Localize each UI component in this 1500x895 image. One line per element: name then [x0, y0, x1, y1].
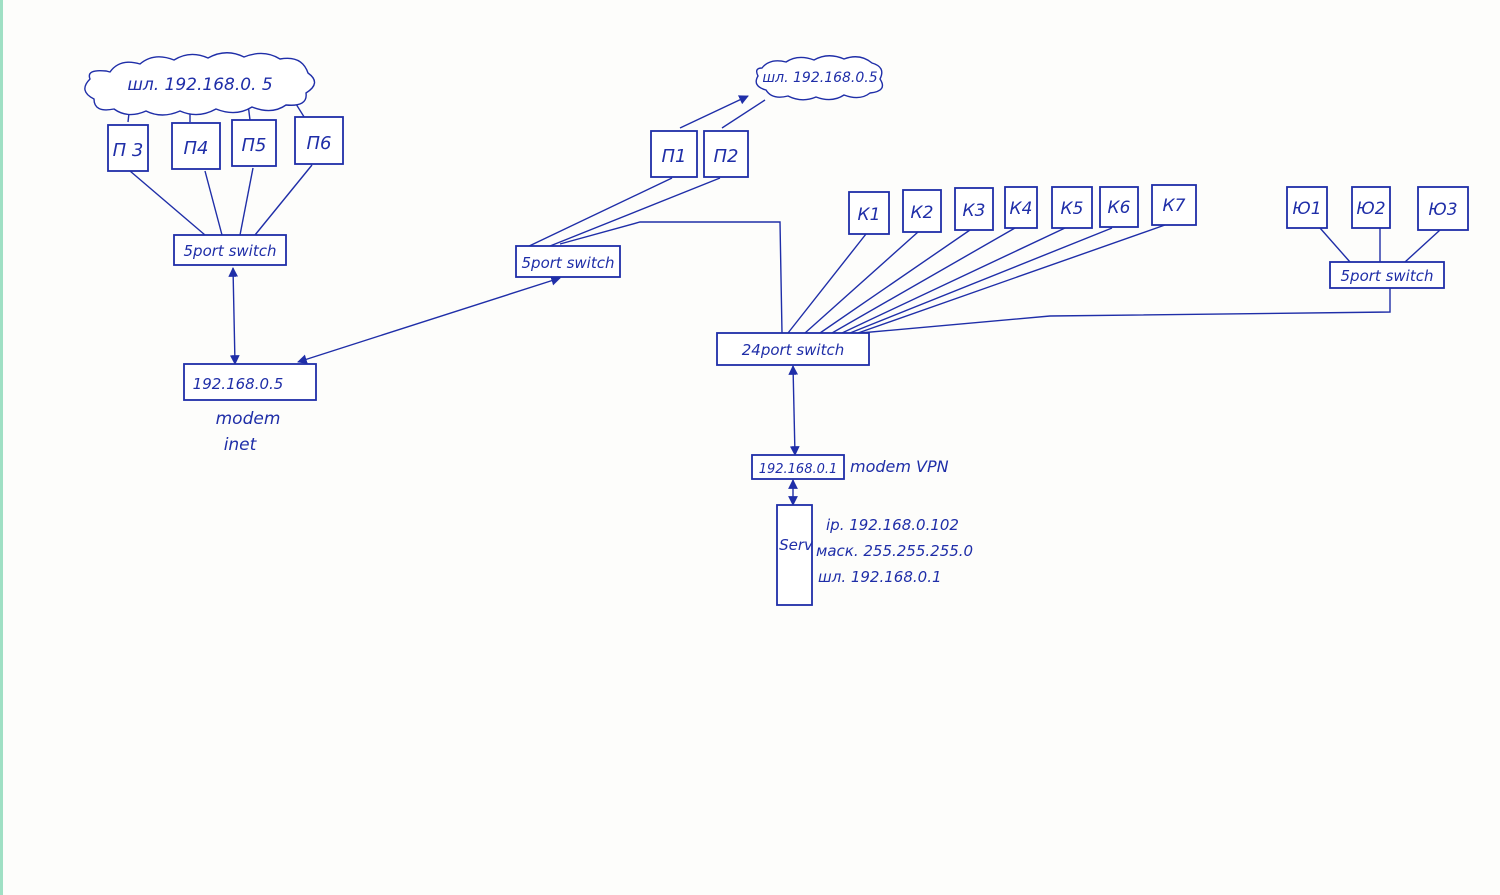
link-yu1-switch-right: [1319, 227, 1351, 263]
link-p5-switch-left: [239, 167, 254, 236]
node-p4: П4: [171, 122, 221, 170]
link-p1-cloud: [679, 95, 749, 129]
node-k6-label: К6: [1108, 198, 1131, 218]
link-p2-switch-mid: [544, 177, 721, 249]
link-switch-right-switch-main: [859, 288, 1391, 334]
node-k5: К5: [1051, 186, 1093, 229]
node-yu2-label: Ю2: [1356, 199, 1385, 219]
cloud-gateway-left: шл. 192.168.0. 5: [84, 52, 316, 116]
link-k2-switch-main: [804, 231, 919, 334]
node-k3: К3: [954, 187, 994, 231]
node-p4-label: П4: [184, 138, 209, 159]
modem-vpn-label: modem VPN: [850, 457, 949, 476]
node-k4: К4: [1004, 186, 1038, 229]
link-k4-switch-main: [831, 227, 1016, 334]
cloud-gateway-left-label: шл. 192.168.0. 5: [127, 75, 272, 95]
link-k7-switch-main: [857, 224, 1166, 334]
switch-right: 5port switch: [1329, 261, 1445, 289]
server-ip: ip. 192.168.0.102: [826, 516, 959, 534]
switch-main: 24port switch: [716, 332, 870, 366]
node-yu3-label: Ю3: [1428, 200, 1457, 220]
node-k3-label: К3: [963, 201, 986, 221]
cloud-gateway-right: шл. 192.168.0.5: [755, 55, 884, 101]
link-p4-switch-left: [204, 170, 223, 236]
switch-mid-label: 5port switch: [522, 254, 615, 272]
node-p3: П 3: [107, 124, 149, 172]
modem-inet-label-1: modem: [216, 409, 281, 429]
node-k5-label: К5: [1061, 199, 1084, 219]
switch-mid: 5port switch: [515, 245, 621, 278]
node-p1: П1: [650, 130, 698, 178]
connections: [127, 95, 1441, 506]
link-switch-mid-switch-main: [559, 221, 783, 334]
node-k2-label: К2: [911, 203, 934, 223]
link-p2-cloud: [721, 99, 766, 129]
switch-main-label: 24port switch: [742, 341, 845, 359]
paper-edge: [0, 0, 3, 895]
node-p5: П5: [231, 119, 277, 167]
modem-inet-ip: 192.168.0.5: [193, 375, 284, 393]
node-k2: К2: [902, 189, 942, 233]
switch-left: 5port switch: [173, 234, 287, 266]
node-k1-label: К1: [858, 205, 881, 225]
node-p6-label: П6: [307, 133, 332, 154]
link-k3-switch-main: [819, 229, 971, 334]
link-modem-inet-switch-mid: [297, 276, 561, 364]
node-yu1-label: Ю1: [1292, 199, 1321, 219]
modem-vpn-ip: 192.168.0.1: [759, 462, 838, 477]
node-k7-label: К7: [1163, 196, 1186, 216]
link-switch-left-modem-inet: [228, 267, 240, 365]
link-yu3-switch-right: [1404, 229, 1441, 263]
cloud-gateway-right-label: шл. 192.168.0.5: [762, 70, 877, 86]
node-k4-label: К4: [1010, 199, 1033, 219]
link-switch-main-modem-vpn: [788, 365, 800, 456]
server-mask: маск. 255.255.255.0: [816, 542, 973, 560]
node-yu2: Ю2: [1351, 186, 1391, 229]
node-yu1: Ю1: [1286, 186, 1328, 229]
link-p6-switch-left: [254, 164, 313, 236]
node-p6: П6: [294, 116, 344, 165]
node-k7: К7: [1151, 184, 1197, 226]
link-p1-switch-mid: [524, 177, 673, 249]
node-yu3: Ю3: [1417, 186, 1469, 231]
node-p1-label: П1: [662, 146, 687, 167]
node-k6: К6: [1099, 186, 1139, 228]
node-p2: П2: [703, 130, 749, 178]
server-gateway: шл. 192.168.0.1: [818, 568, 942, 586]
node-p5-label: П5: [242, 135, 267, 156]
link-k1-switch-main: [787, 233, 867, 334]
switch-left-label: 5port switch: [184, 242, 277, 260]
modem-inet-label-2: inet: [224, 435, 258, 455]
link-k5-switch-main: [841, 227, 1066, 334]
link-k6-switch-main: [849, 227, 1113, 334]
node-k1: К1: [848, 191, 890, 235]
node-p3-label: П 3: [113, 140, 144, 161]
modem-inet: 192.168.0.5 modem inet: [183, 363, 317, 455]
link-p3-switch-left: [129, 170, 206, 236]
modem-vpn: 192.168.0.1 modem VPN: [751, 454, 949, 480]
server: Serv ip. 192.168.0.102 маск. 255.255.255…: [776, 504, 973, 606]
node-p2-label: П2: [714, 146, 739, 167]
switch-right-label: 5port switch: [1341, 267, 1434, 285]
server-label: Serv: [779, 536, 814, 554]
